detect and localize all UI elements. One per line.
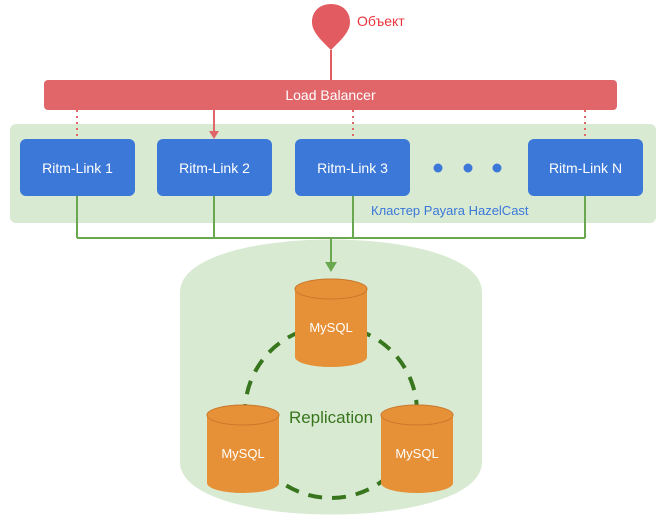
ritm-link-n-label: Ritm-Link N [548,160,623,176]
mysql-left-label: MySQL [221,446,265,461]
db-connector-arrowhead [325,262,337,272]
mysql-cylinder-top-rim [294,278,368,300]
load-balancer-label: Load Balancer [285,87,376,103]
ritm-link-2-box [157,139,272,196]
mysql-right-label: MySQL [395,446,439,461]
mysql-cylinder-right-rim [380,404,454,426]
mysql-cylinder-left-rim [206,404,280,426]
mysql-cylinder-top [295,279,367,367]
cluster-label: Кластер Payara HazelCast [371,203,529,218]
object-label: Объект [357,13,405,29]
mysql-cylinder-right [381,405,453,493]
mysql-cylinder-left [207,405,279,493]
load-balancer-bar [44,80,617,110]
replication-label: Replication [288,408,374,427]
ritm-link-n-box [528,139,643,196]
ritm-link-1-label: Ritm-Link 1 [42,160,113,176]
ellipsis-icon [433,163,502,173]
location-pin-icon [312,4,350,50]
balancer-connectors [76,110,586,139]
active-route-arrowhead [209,131,219,139]
ritm-link-1-box [20,139,135,196]
db-connectors [76,196,586,263]
ritm-link-3-box [295,139,410,196]
ritm-link-2-label: Ritm-Link 2 [179,160,250,176]
mysql-top-label: MySQL [309,320,353,335]
ritm-link-3-label: Ritm-Link 3 [317,160,388,176]
